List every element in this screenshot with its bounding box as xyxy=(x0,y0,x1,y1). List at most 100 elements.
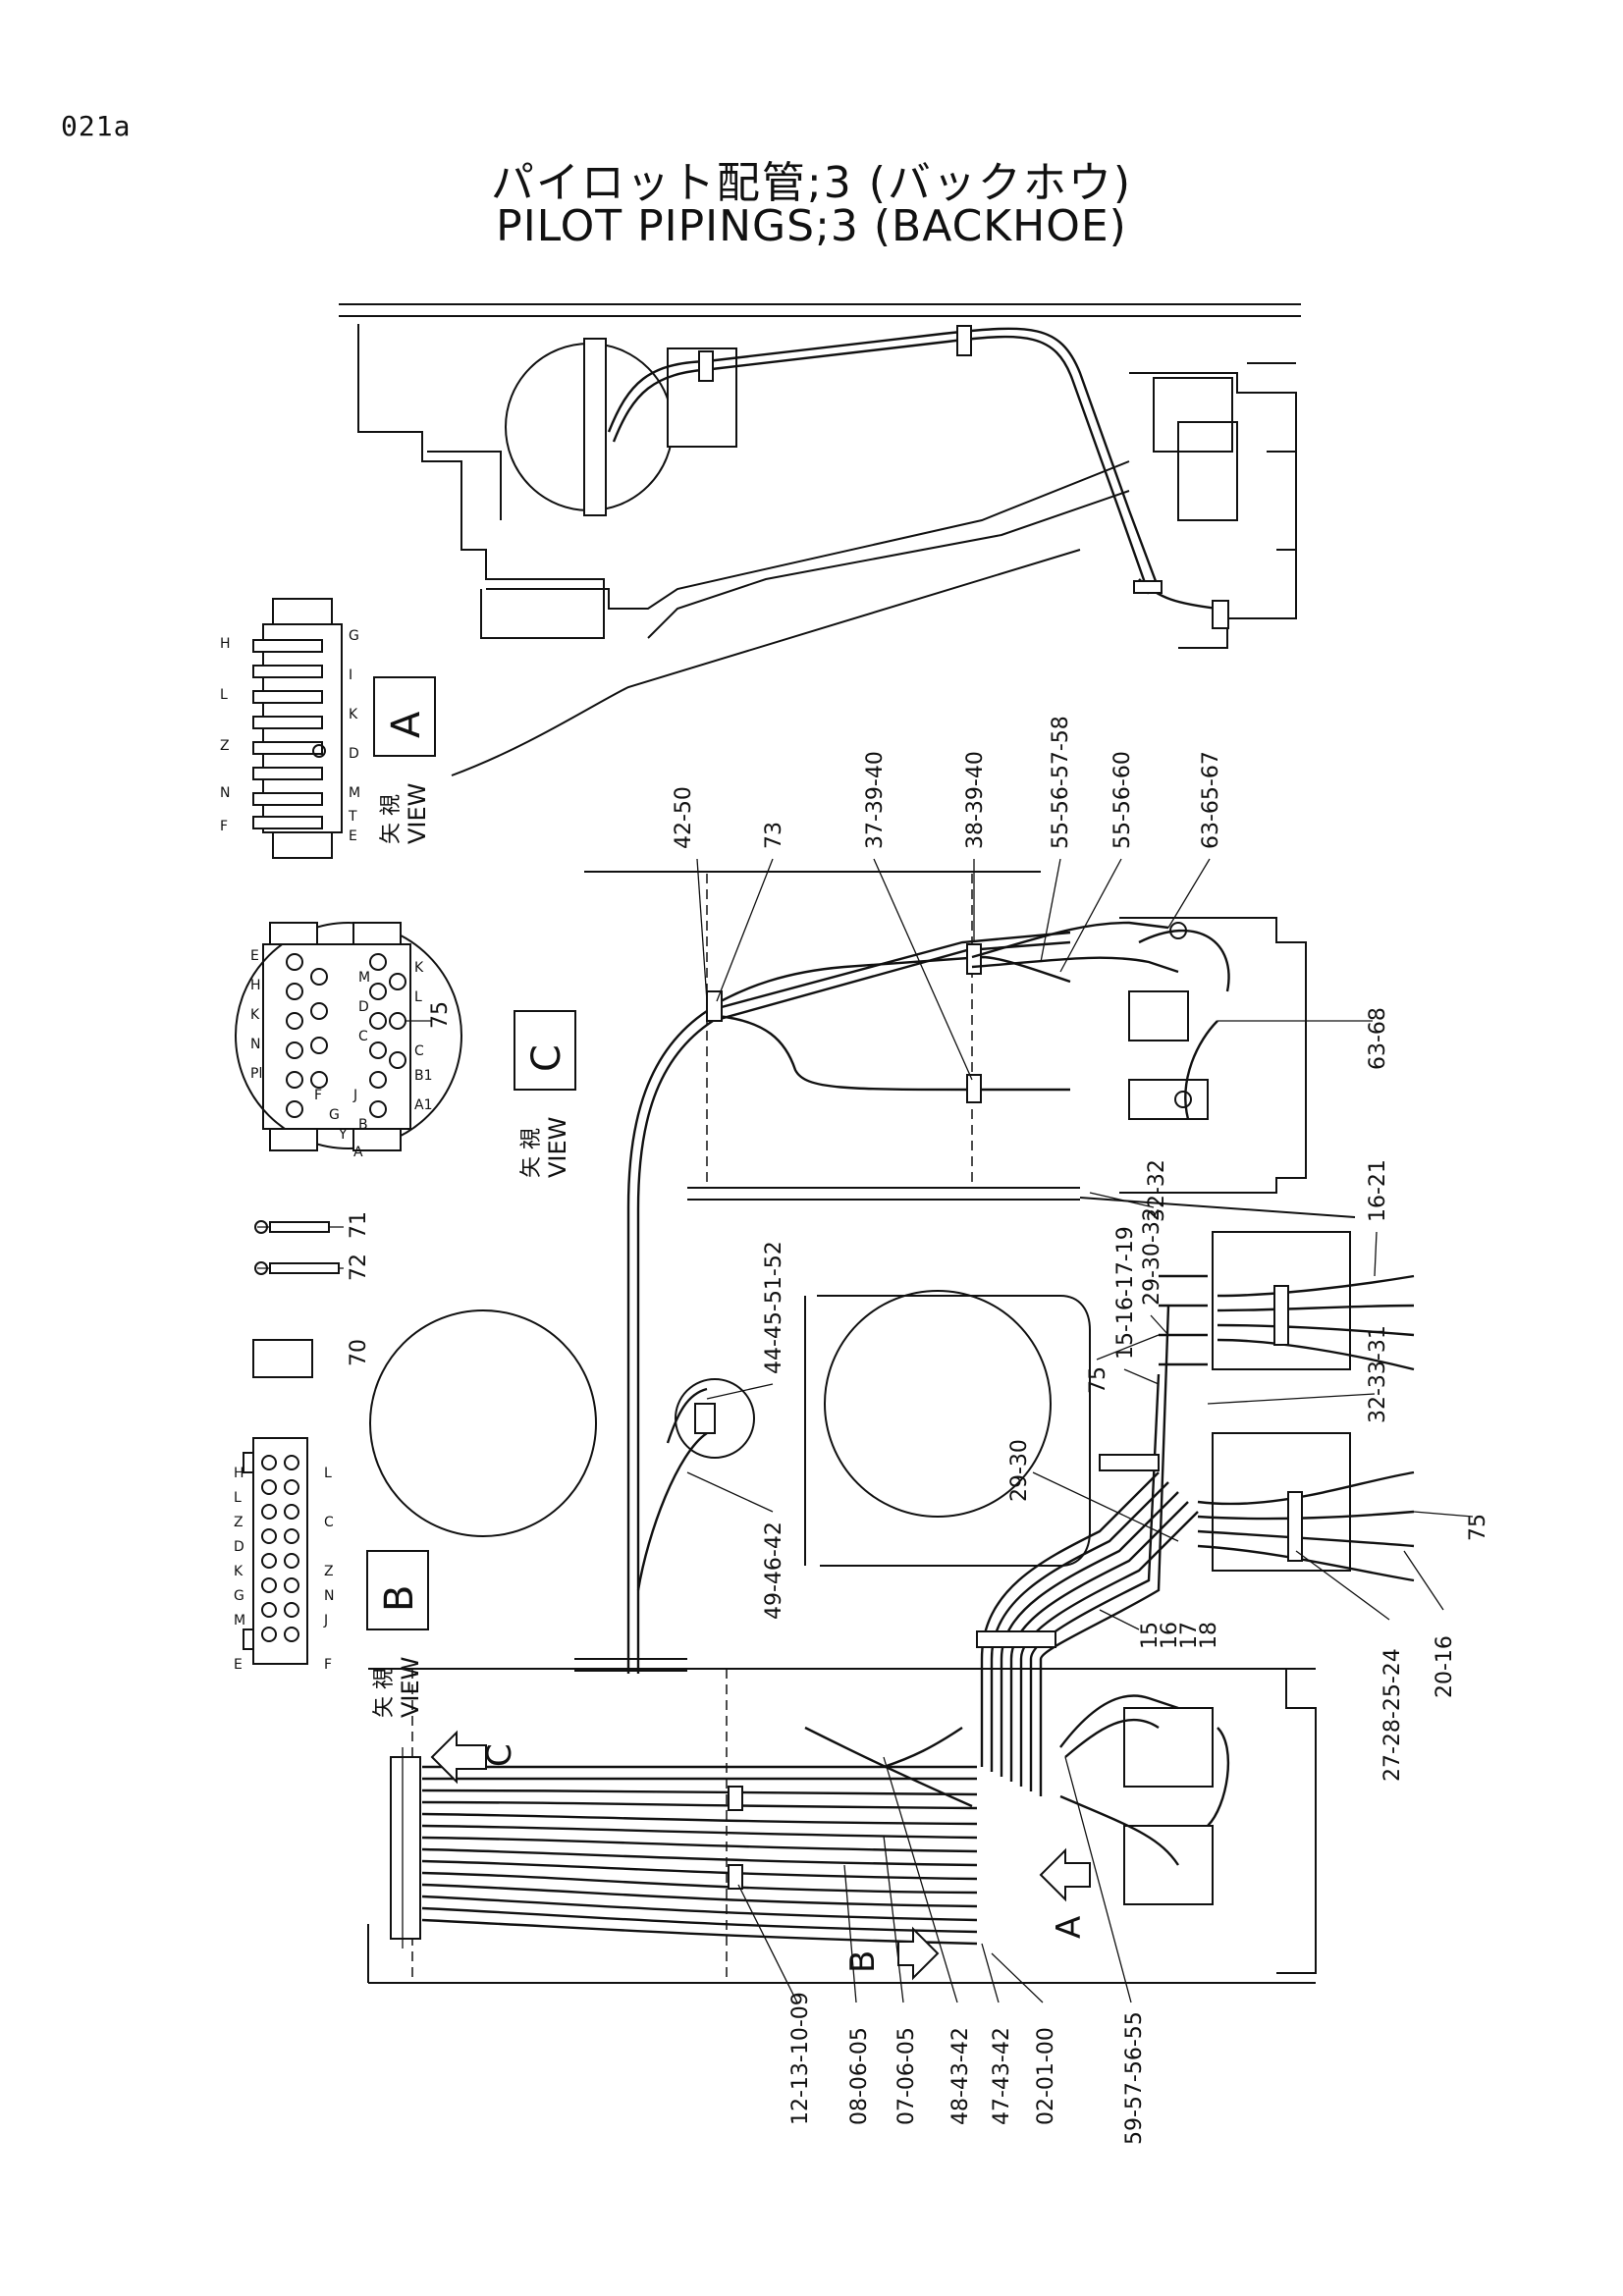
callout-17: 17 xyxy=(1177,1622,1202,1649)
view-c-port-label: L xyxy=(414,989,422,1005)
callout-16-21: 16-21 xyxy=(1366,1159,1390,1222)
callout-48-43-42: 48-43-42 xyxy=(948,2027,973,2125)
svg-text:B: B xyxy=(843,1950,883,1973)
view-a-caption: 矢 視 VIEW A xyxy=(373,676,436,844)
svg-text:B: B xyxy=(377,1585,422,1612)
view-c-port-label: D xyxy=(358,999,369,1015)
view-a-detail: H L Z N F G I K D M T E 矢 視 VIEW A xyxy=(220,598,436,859)
callout-37-39-40: 37-39-40 xyxy=(863,751,888,849)
callout-42-50: 42-50 xyxy=(672,786,696,849)
view-b-port-label: Z xyxy=(234,1515,243,1530)
view-c-port-label: Y xyxy=(338,1127,348,1143)
view-c-port-label: A1 xyxy=(414,1097,432,1113)
part-callouts: 42-50 73 37-39-40 38-39-40 55-56-57-58 5… xyxy=(672,716,1490,2145)
view-c-port-label: Pl xyxy=(250,1066,262,1082)
part-70-label: 70 xyxy=(347,1339,371,1366)
view-b-port-label: C xyxy=(324,1515,334,1530)
view-c-port-label: E xyxy=(250,948,259,964)
view-a-port-label: G xyxy=(349,628,359,644)
title-english: PILOT PIPINGS;3 (BACKHOE) xyxy=(496,201,1127,251)
callout-44-45-51-52: 44-45-51-52 xyxy=(762,1241,786,1374)
callout-27-28-25-24: 27-28-25-24 xyxy=(1380,1648,1405,1782)
view-b-port-label: H xyxy=(234,1466,244,1481)
callout-32-33-31: 32-33-31 xyxy=(1366,1325,1390,1423)
svg-text:A: A xyxy=(384,711,429,738)
view-b-port-label: L xyxy=(324,1466,332,1481)
view-c-port-label: K xyxy=(414,960,424,976)
callout-07-06-05: 07-06-05 xyxy=(894,2027,919,2125)
callout-02-01-00: 02-01-00 xyxy=(1034,2027,1058,2125)
direction-arrow-c: C xyxy=(430,1730,519,1785)
callout-38-39-40: 38-39-40 xyxy=(963,751,988,849)
view-c-port-label: N xyxy=(250,1037,260,1052)
view-b-port-label: M xyxy=(234,1613,245,1629)
callout-29-30: 29-30 xyxy=(1007,1439,1032,1502)
svg-text:C: C xyxy=(480,1743,519,1767)
view-c-port-label: C xyxy=(414,1043,424,1059)
view-c-caption: 矢 視 VIEW C xyxy=(514,1010,576,1178)
callout-75-lower: 75 xyxy=(1466,1514,1490,1541)
view-b-port-label: D xyxy=(234,1539,244,1555)
view-c-callout-75: 75 xyxy=(428,1001,453,1029)
callout-59-57-56-55: 59-57-56-55 xyxy=(1122,2011,1147,2145)
callout-47-43-42: 47-43-42 xyxy=(990,2027,1014,2125)
view-a-port-label: Z xyxy=(220,738,230,754)
view-b-caption: 矢 視 VIEW B xyxy=(366,1550,429,1718)
direction-arrow-a: A xyxy=(1039,1847,1091,1939)
view-b-port-label: Z xyxy=(324,1564,334,1579)
view-b-port-label: K xyxy=(234,1564,243,1579)
view-c-port-label: B1 xyxy=(414,1068,433,1084)
view-a-fittings xyxy=(252,639,326,829)
callout-15: 15 xyxy=(1138,1622,1163,1649)
callout-63-68: 63-68 xyxy=(1366,1007,1390,1070)
view-a-port-label: T xyxy=(348,809,357,825)
callout-18: 18 xyxy=(1197,1622,1221,1649)
view-c-port-label: A xyxy=(353,1145,363,1160)
title-japanese: パイロット配管;3 (バックホウ) xyxy=(490,158,1133,208)
page-id: 021a xyxy=(61,110,132,142)
svg-text:矢 視: 矢 視 xyxy=(519,1128,544,1178)
view-a-port-label: F xyxy=(220,819,228,834)
view-b-port-label: L xyxy=(234,1490,242,1506)
view-a-port-label: N xyxy=(220,785,230,801)
callout-32-32: 32-32 xyxy=(1145,1159,1169,1222)
view-a-port-label: D xyxy=(349,746,359,762)
view-b-port-label: E xyxy=(234,1657,243,1673)
view-c-port-label: M xyxy=(358,970,370,986)
view-a-port-label: M xyxy=(349,785,360,801)
view-c-port-label: G xyxy=(329,1107,340,1123)
svg-text:VIEW: VIEW xyxy=(544,1117,571,1178)
view-a-port-label: I xyxy=(349,667,352,683)
svg-text:A: A xyxy=(1050,1916,1089,1939)
view-b-detail: H L Z D K G M E L C Z N J F 矢 視 VIEW B xyxy=(234,1437,429,1718)
callout-55-56-57-58: 55-56-57-58 xyxy=(1049,716,1073,849)
pilot-hoses xyxy=(390,917,1415,1974)
upper-frame-section xyxy=(339,303,1301,776)
callout-16: 16 xyxy=(1158,1622,1182,1649)
view-c-port-label: F xyxy=(314,1088,322,1103)
callout-12-13-10-09: 12-13-10-09 xyxy=(788,1992,813,2125)
part-72-label: 72 xyxy=(347,1254,371,1281)
callout-29-30-32: 29-30-32 xyxy=(1140,1207,1164,1306)
callout-20-16: 20-16 xyxy=(1433,1635,1457,1698)
view-b-port-label: G xyxy=(234,1588,244,1604)
callout-15-16-17-19: 15-16-17-19 xyxy=(1113,1226,1138,1360)
parts-icons: 71 72 70 xyxy=(252,1211,371,1378)
view-c-port-label: C xyxy=(358,1029,368,1044)
svg-text:VIEW: VIEW xyxy=(397,1657,424,1718)
view-c-port-label: B xyxy=(358,1117,368,1133)
svg-text:矢 視: 矢 視 xyxy=(379,794,404,844)
view-b-port-label: F xyxy=(324,1657,332,1673)
view-a-port-label: E xyxy=(349,828,357,844)
view-c-port-label: H xyxy=(250,978,261,993)
view-c-detail: E H K N Pl F G Y J M A B C D K L A1 B1 C… xyxy=(235,922,576,1178)
callout-08-06-05: 08-06-05 xyxy=(847,2027,872,2125)
callout-49-46-42: 49-46-42 xyxy=(762,1522,786,1620)
view-a-port-label: H xyxy=(220,636,231,652)
svg-text:VIEW: VIEW xyxy=(404,783,431,844)
callout-75-upper: 75 xyxy=(1086,1366,1110,1394)
view-c-port-label: K xyxy=(250,1007,260,1023)
callout-55-56-60: 55-56-60 xyxy=(1110,751,1135,849)
view-a-port-label: K xyxy=(349,707,358,722)
